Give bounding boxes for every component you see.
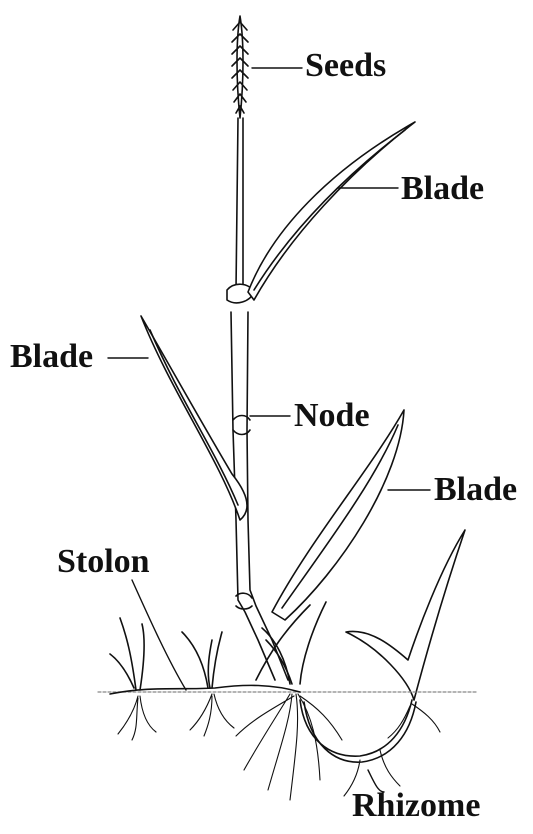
stolon xyxy=(110,685,300,694)
label-stolon: Stolon xyxy=(57,545,150,579)
label-node: Node xyxy=(294,399,370,433)
label-seeds: Seeds xyxy=(305,49,386,83)
leader-lines xyxy=(108,68,430,792)
seed-head xyxy=(232,16,248,118)
upper-blade xyxy=(248,122,415,300)
lower-blade xyxy=(272,410,404,620)
label-blade-lower: Blade xyxy=(434,473,517,507)
rhizome-leaf xyxy=(346,530,465,700)
label-blade-upper: Blade xyxy=(401,172,484,206)
label-blade-left: Blade xyxy=(10,340,93,374)
label-rhizome: Rhizome xyxy=(352,789,480,823)
main-stem xyxy=(231,118,288,680)
roots xyxy=(118,694,440,800)
